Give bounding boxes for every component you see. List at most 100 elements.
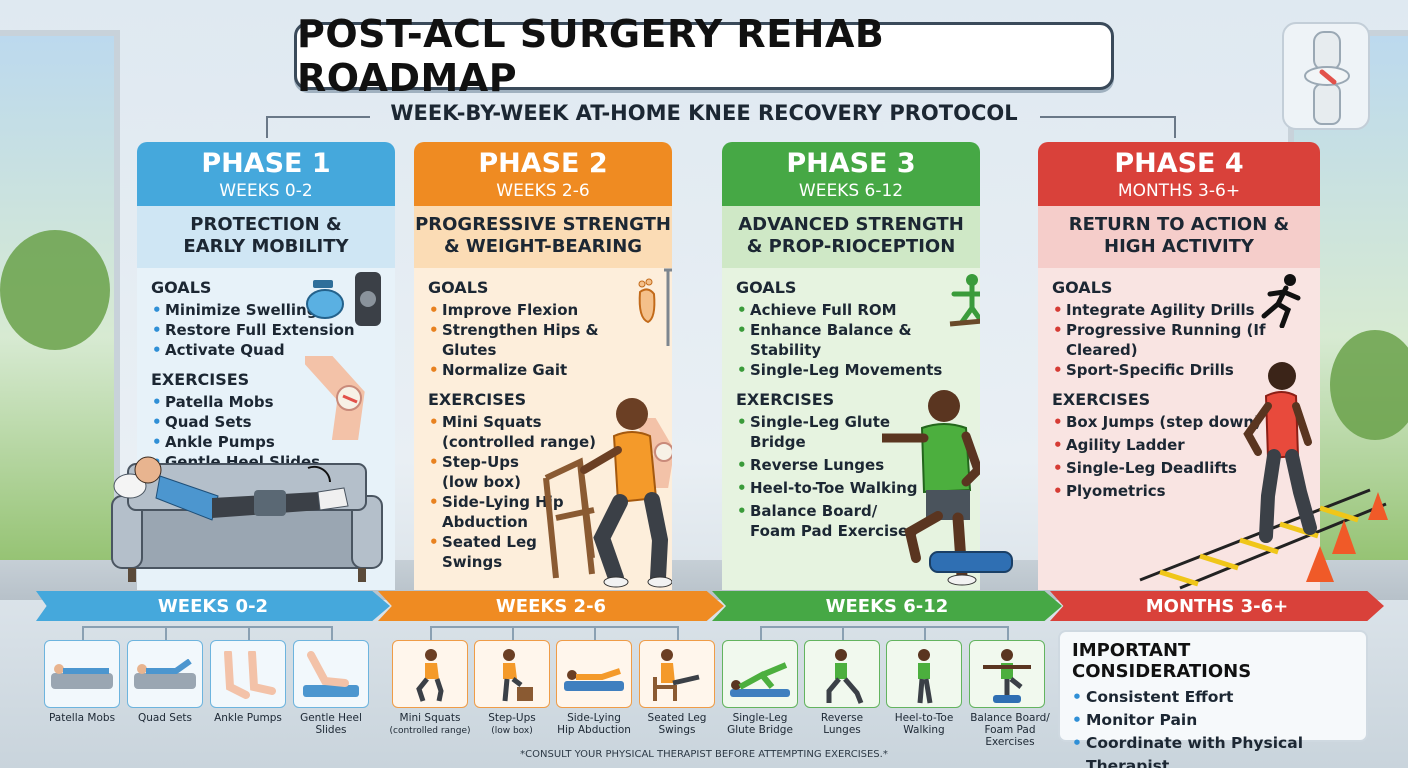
thumbnail-caption: Mini Squats (controlled range): [385, 712, 475, 737]
exercise-item: Step-Ups(low box): [428, 452, 658, 492]
quad-sets-figure: [134, 659, 196, 689]
exercise-item: Patella Mobs: [151, 392, 381, 412]
reverse-lunges-figure: [826, 649, 864, 704]
phase-focus-line: PROGRESSIVE STRENGTH: [415, 214, 671, 235]
goal-item: Single-Leg Movements: [736, 360, 966, 380]
goal-item: Normalize Gait: [428, 360, 658, 380]
goal-item: Activate Quad: [151, 340, 381, 360]
thumbnail-seated-leg-swings: [639, 640, 715, 708]
exercise-line: Abduction: [442, 513, 528, 531]
thumbnail-caption: Balance Board/Foam Pad Exercises: [962, 712, 1058, 748]
footprint-icon: [638, 278, 656, 324]
phase-2-card: PHASE 2 WEEKS 2-6 PROGRESSIVE STRENGTH &…: [414, 142, 672, 590]
phase-focus-line: HIGH ACTIVITY: [1104, 236, 1254, 257]
phase-header: PHASE 4 MONTHS 3-6+: [1038, 142, 1320, 206]
phase-1-thumbnails: Patella Mobs Quad Sets Ankle Pumps Gentl…: [40, 626, 380, 744]
exercise-line: Side-Lying Hip: [442, 493, 564, 511]
phase-focus-line: RETURN TO ACTION &: [1068, 214, 1290, 235]
connector-line: [82, 626, 84, 640]
side-lying-figure: [564, 668, 624, 691]
heel-to-toe-figure: [917, 649, 933, 704]
seated-leg-swings-figure: [653, 649, 700, 701]
thumbnail-caption-line: Glute Bridge: [727, 724, 793, 736]
phase-3-card: PHASE 3 WEEKS 6-12 ADVANCED STRENGTH & P…: [722, 142, 980, 590]
thumbnail-balance-board: [969, 640, 1045, 708]
timeline-segment-3: WEEKS 6-12: [712, 591, 1062, 621]
thumbnail-mini-squats: [392, 640, 468, 708]
exercises-heading: EXERCISES: [151, 370, 250, 389]
thumbnail-caption: Ankle Pumps: [203, 712, 293, 724]
phase-title: PHASE 4: [1114, 148, 1244, 179]
patient-on-couch-illustration: [111, 456, 383, 582]
exercise-item: Single-Leg Deadlifts: [1052, 458, 1306, 478]
thumbnail-caption-line: Quad Sets: [137, 712, 193, 724]
thumbnail-caption-line: Slides: [315, 724, 347, 736]
thumbnail-side-lying-hip-abduction: [556, 640, 632, 708]
phase-weeks: WEEKS 2-6: [496, 181, 590, 201]
tree-illustration: [0, 230, 110, 350]
exercises-heading: EXERCISES: [1052, 390, 1151, 409]
connector-line: [924, 626, 926, 640]
thumbnail-caption-line: Side-Lying: [567, 712, 621, 724]
exercises-heading: EXERCISES: [736, 390, 835, 409]
thumbnail-patella-mobs: [44, 640, 120, 708]
goal-item: Integrate Agility Drills: [1052, 300, 1306, 320]
thumbnail-caption: Step-Ups(low box): [467, 712, 557, 737]
phase-focus-line: EARLY MOBILITY: [183, 236, 349, 257]
goal-item: Enhance Balance & Stability: [736, 320, 966, 360]
heel-slides-figure: [303, 651, 359, 697]
connector-line: [512, 626, 514, 640]
exercise-item: Balance Board/Foam Pad Exercises: [736, 501, 966, 541]
thumbnail-caption-line: Reverse: [820, 712, 864, 724]
thumbnail-caption-line: Step-Ups: [488, 712, 536, 724]
thumbnail-gentle-heel-slides: [293, 640, 369, 708]
exercise-line: (controlled range): [442, 433, 596, 451]
mini-squat-illustration: [543, 398, 672, 588]
step-ups-figure: [502, 649, 533, 702]
exercise-line: Single-Leg Glute: [750, 413, 891, 431]
thumbnail-heel-to-toe-walking: [886, 640, 962, 708]
thumbnail-caption-line: Heel-to-Toe: [894, 712, 954, 724]
phase-header: PHASE 2 WEEKS 2-6: [414, 142, 672, 206]
connector-line: [677, 626, 679, 640]
connector-line: [266, 116, 370, 118]
goals-heading: GOALS: [736, 278, 797, 297]
timeline-segment-1: WEEKS 0-2: [36, 591, 390, 621]
thumbnail-caption-line: Gentle Heel: [300, 712, 362, 724]
considerations-list: Consistent Effort Monitor Pain Coordinat…: [1072, 686, 1354, 768]
important-considerations-panel: IMPORTANT CONSIDERATIONS Consistent Effo…: [1058, 630, 1368, 768]
thumbnail-reverse-lunges: [804, 640, 880, 708]
consideration-item: Coordinate with Physical Therapist: [1072, 732, 1354, 768]
connector-line: [165, 626, 167, 640]
exercise-item: Mini Squats (controlled range): [428, 412, 658, 452]
knee-illustration: [305, 356, 365, 440]
goal-item: Minimize Swelling: [151, 300, 381, 320]
thumbnail-caption-line: Mini Squats: [399, 712, 461, 724]
thumbnail-single-leg-glute-bridge: [722, 640, 798, 708]
phase-focus-line: PROTECTION &: [190, 214, 342, 235]
consideration-item: Monitor Pain: [1072, 709, 1354, 732]
connector-line: [331, 626, 333, 640]
connector-line: [842, 626, 844, 640]
exercise-line: Mini Squats: [442, 413, 542, 431]
phase-focus-line: & PROP-RIOCEPTION: [746, 236, 956, 257]
connector-line: [266, 116, 268, 138]
goal-item: Strengthen Hips & Glutes: [428, 320, 658, 360]
runner-icon: [1261, 274, 1301, 328]
phase-focus-line: & WEIGHT-BEARING: [443, 236, 643, 257]
thumbnail-caption-line: Foam Pad Exercises: [984, 724, 1036, 748]
knee-illustration: [634, 418, 672, 488]
running-woman-illustration: [1243, 362, 1317, 543]
exercise-line: Swings: [442, 553, 503, 571]
goals-list: Achieve Full ROM Enhance Balance & Stabi…: [736, 300, 966, 380]
title-banner: POST-ACL SURGERY REHAB ROADMAP: [294, 12, 1114, 100]
thumbnail-caption-line: (controlled range): [389, 726, 471, 736]
goal-item: Achieve Full ROM: [736, 300, 966, 320]
goal-item: Progressive Running (If Cleared): [1052, 320, 1306, 360]
